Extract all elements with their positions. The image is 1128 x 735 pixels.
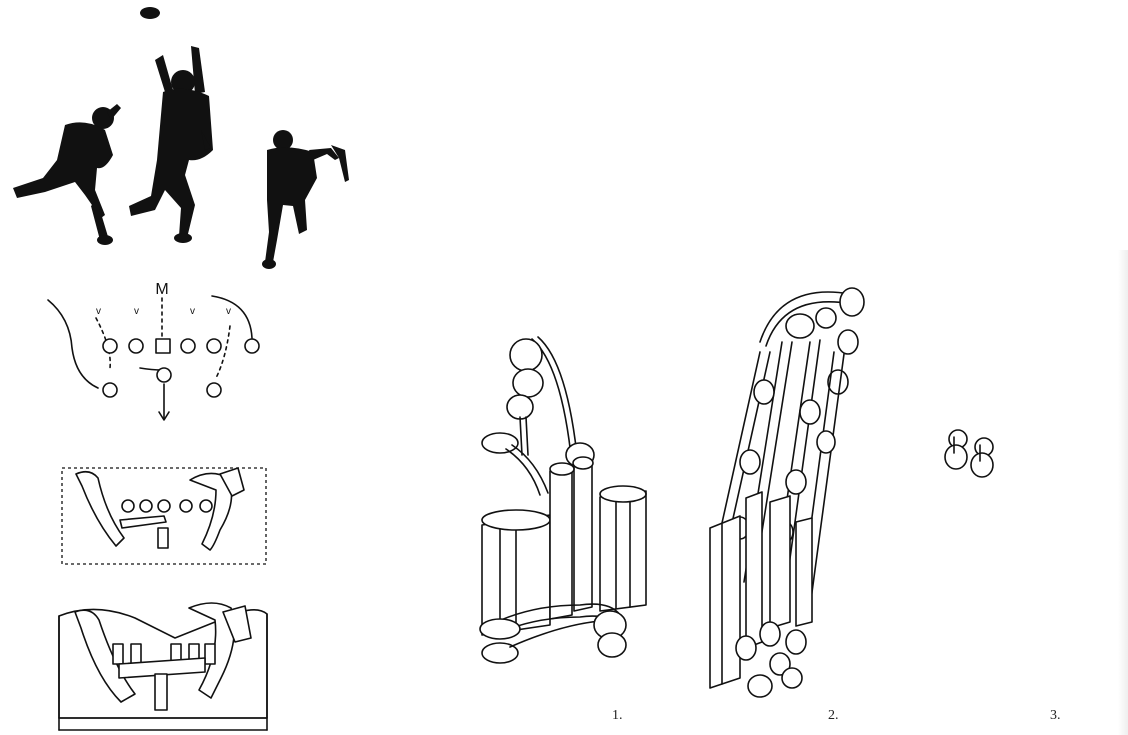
player-left-silhouette: [13, 104, 121, 245]
svg-text:v: v: [96, 306, 101, 317]
svg-text:v: v: [226, 306, 231, 317]
player-center-silhouette: [129, 46, 213, 243]
svg-text:v: v: [134, 306, 139, 317]
play-model-outline: [60, 460, 270, 568]
play-diagram: M v v v v: [40, 278, 280, 428]
caption-figure-1: 1.: [612, 708, 623, 724]
figure-1-sculpture: [470, 325, 660, 670]
player-right-silhouette: [262, 130, 349, 269]
page-edge-shadow: [1118, 250, 1128, 735]
play-model-solid: [55, 598, 270, 735]
figure-3-sculpture: [940, 425, 1010, 485]
top-marker-label: M: [155, 281, 168, 298]
caption-figure-2: 2.: [828, 708, 839, 724]
football-players-photo: [5, 0, 350, 275]
svg-text:v: v: [190, 306, 195, 317]
caption-figure-3: 3.: [1050, 708, 1061, 724]
figure-2-sculpture: [700, 282, 875, 702]
